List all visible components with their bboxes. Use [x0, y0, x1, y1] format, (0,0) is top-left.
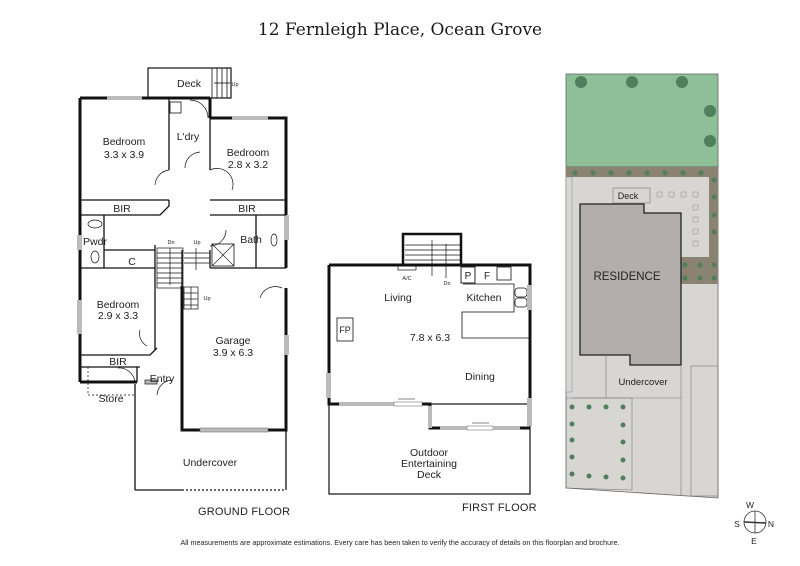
entry-label: Entry — [150, 373, 175, 385]
ground-deck-label: Deck — [177, 78, 202, 90]
kitchen-label: Kitchen — [466, 292, 501, 304]
ground-undercover-label: Undercover — [183, 457, 238, 469]
outdoor-label-3: Deck — [417, 469, 442, 481]
garage-label: Garage — [215, 335, 250, 347]
fireplace-label: FP — [339, 325, 351, 335]
bedroom2-label: Bedroom — [227, 147, 270, 159]
living-label: Living — [384, 292, 412, 304]
stairs-dn-label: Dn — [167, 240, 174, 246]
site-undercover-label: Undercover — [618, 377, 667, 388]
first-floor-label: FIRST FLOOR — [462, 502, 537, 514]
first-dn-label: Dn — [443, 281, 450, 287]
site-plan — [565, 73, 719, 499]
bedroom2-size: 2.8 x 3.2 — [228, 159, 268, 171]
dining-label: Dining — [465, 371, 495, 383]
compass-w: W — [746, 500, 754, 510]
fridge-label: F — [484, 271, 490, 282]
ground-floor-label: GROUND FLOOR — [198, 506, 291, 518]
garage-size: 3.9 x 6.3 — [213, 347, 253, 359]
bedroom1-size: 3.3 x 3.9 — [104, 149, 144, 161]
site-deck-label: Deck — [618, 191, 639, 201]
compass-e: E — [751, 536, 757, 546]
bath-label: Bath — [240, 234, 262, 246]
laundry-label: L'dry — [177, 131, 200, 143]
residence-label: RESIDENCE — [593, 271, 660, 283]
bir2-label: BIR — [238, 203, 256, 215]
pantry-label: P — [465, 271, 472, 282]
stairs-up-label: Up — [193, 240, 200, 246]
stairs-up2-label: Up — [203, 296, 210, 302]
compass-n: N — [768, 519, 774, 529]
compass-s: S — [734, 519, 740, 529]
bedroom3-size: 2.9 x 3.3 — [98, 310, 138, 322]
bir3-label: BIR — [109, 356, 127, 368]
bedroom1-label: Bedroom — [103, 136, 146, 148]
property-title: 12 Fernleigh Place, Ocean Grove — [257, 20, 543, 40]
disclaimer: All measurements are approximate estimat… — [180, 538, 620, 547]
bedroom3-label: Bedroom — [97, 299, 140, 311]
living-size: 7.8 x 6.3 — [410, 332, 450, 344]
first-floor-plan — [326, 232, 532, 495]
outdoor-label-1: Outdoor — [410, 447, 448, 459]
compass-icon — [743, 510, 767, 534]
bir1-label: BIR — [113, 203, 131, 215]
outdoor-label-2: Entertaining — [401, 458, 457, 470]
powder-label: Pwdr — [83, 236, 107, 248]
ground-floor-plan — [77, 67, 289, 491]
ac-label: A/C — [402, 276, 411, 282]
cupboard-label: C — [128, 256, 136, 268]
store-label: Store — [98, 393, 123, 405]
deck-stairs-up-label: Up — [231, 82, 238, 88]
